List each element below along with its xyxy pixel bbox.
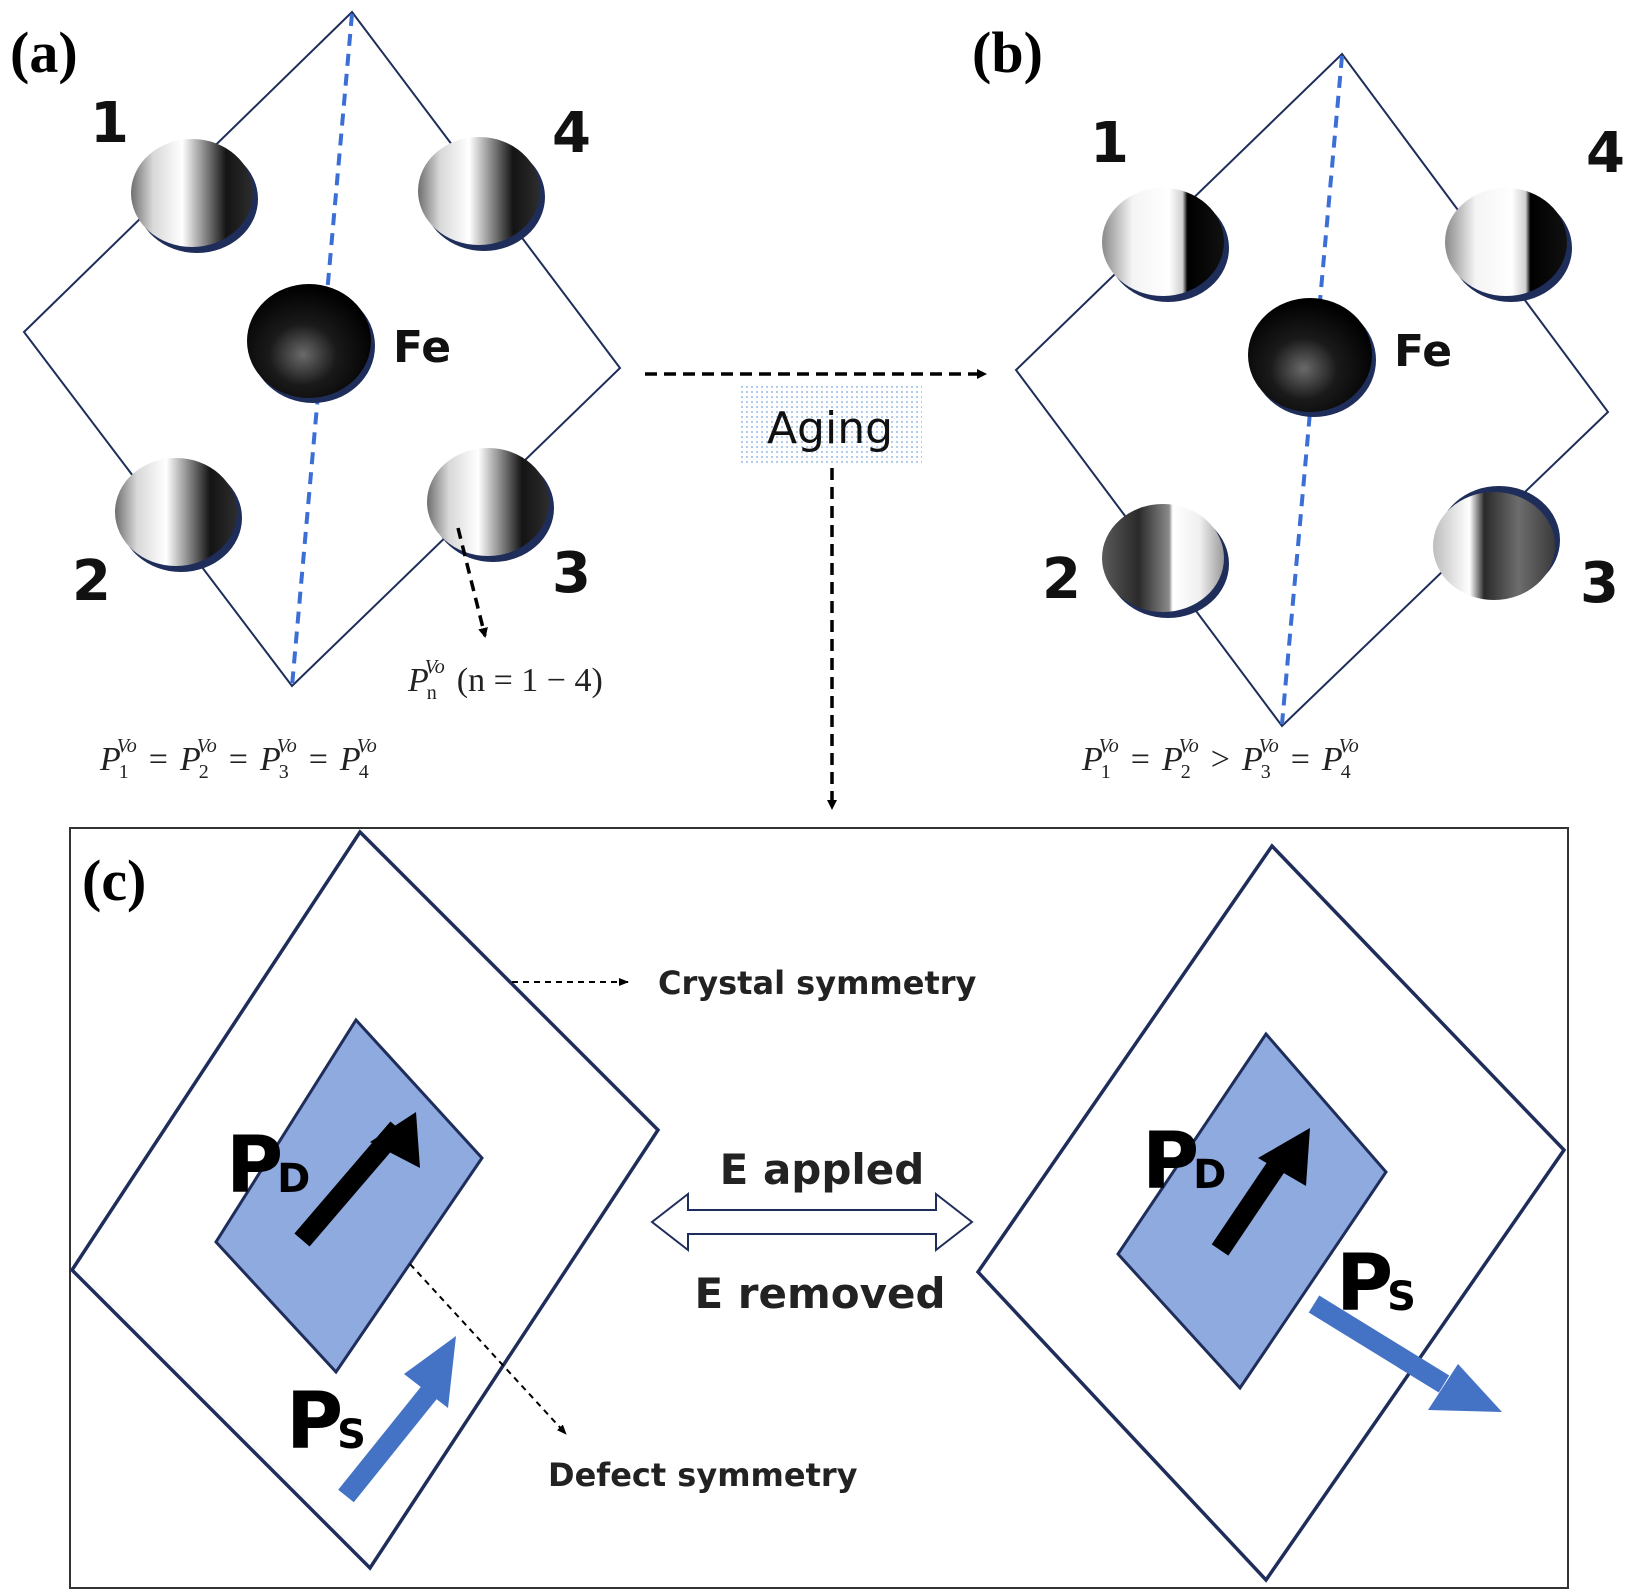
equation-superscript: Vo <box>197 735 217 757</box>
reversible-field-arrow <box>650 1191 974 1253</box>
oxygen-site-2-b <box>1102 504 1229 618</box>
equation-symbol: P <box>1321 741 1343 778</box>
fe-atom-b <box>1248 298 1376 417</box>
panel-b-label: (b) <box>972 20 1043 85</box>
equation-symbol: P <box>179 741 201 778</box>
field-state-right: PD PS <box>975 843 1567 1583</box>
site-number-3-a: 3 <box>552 541 591 606</box>
defect-symmetry-pointer <box>409 1263 567 1435</box>
equation-superscript: Vo <box>357 735 377 757</box>
equation-subscript: 1 <box>119 761 129 783</box>
polar-axis-b <box>1280 55 1344 725</box>
aging-transition: Aging <box>645 369 987 810</box>
panel-b: (b) 1 4 2 3 Fe P1Vo=P2Vo>P3Vo=P4Vo <box>972 20 1625 783</box>
equation-superscript: Vo <box>117 735 137 757</box>
site-number-1-b: 1 <box>1090 111 1129 176</box>
equation-superscript: Vo <box>1259 735 1279 757</box>
panel-a: (a) 1 4 2 3 Fe PnVo(n <box>10 10 622 783</box>
aging-label: Aging <box>767 403 893 454</box>
site-number-1-a: 1 <box>90 91 129 156</box>
equation-operator: = <box>1131 741 1150 778</box>
equation-symbol: P <box>1081 741 1103 778</box>
panel-c: (c) PD PS Crystal symmetry Defect symmet… <box>69 827 1569 1589</box>
equation-operator: = <box>149 741 168 778</box>
defect-polarization-arrowhead-left <box>370 1112 420 1168</box>
equation-symbol: P <box>99 741 121 778</box>
equation-subscript: 2 <box>1181 761 1191 783</box>
svg-text:PnVo(n = 1 − 4): PnVo(n = 1 − 4) <box>407 656 603 704</box>
defect-symmetry-note: Defect symmetry <box>548 1456 858 1494</box>
aged-state-left: PD PS <box>69 829 661 1571</box>
site-number-2-b: 2 <box>1042 547 1081 612</box>
probability-equation-a: P1Vo=P2Vo=P3Vo=P4Vo <box>99 735 377 783</box>
probability-pointer-arrow <box>456 527 488 638</box>
spontaneous-polarization-arrowhead-right <box>1428 1364 1502 1412</box>
equation-superscript: Vo <box>277 735 297 757</box>
site-probability-note: PnVo(n = 1 − 4) <box>407 656 603 704</box>
oxygen-site-1-a <box>131 139 258 253</box>
site-number-3-b: 3 <box>1580 551 1619 616</box>
panel-c-label: (c) <box>82 848 146 913</box>
spontaneous-polarization-label-right: PS <box>1336 1239 1416 1329</box>
equation-symbol: P <box>1241 741 1263 778</box>
equation-subscript: 3 <box>1261 761 1271 783</box>
equation-subscript: 4 <box>1341 761 1351 783</box>
probability-equation-b: P1Vo=P2Vo>P3Vo=P4Vo <box>1081 735 1359 783</box>
oxygen-site-3-b <box>1433 486 1560 600</box>
oxygen-site-1-b <box>1102 188 1229 302</box>
oxygen-site-2-a <box>115 458 242 572</box>
eq-b-text: P1Vo=P2Vo>P3Vo=P4Vo <box>1081 735 1359 783</box>
defect-polarization-arrow-right <box>1211 1146 1295 1256</box>
panel-a-label: (a) <box>10 20 78 85</box>
equation-subscript: 4 <box>359 761 369 783</box>
equation-superscript: Vo <box>1099 735 1119 757</box>
unit-cell-outline-a <box>22 10 622 688</box>
equation-superscript: Vo <box>1339 735 1359 757</box>
field-removed-label: E removed <box>694 1269 945 1318</box>
oxygen-site-4-b <box>1445 188 1572 302</box>
fe-atom-a <box>247 284 375 403</box>
field-applied-label: E appled <box>720 1145 925 1194</box>
defect-polarization-label-right: PD <box>1142 1117 1226 1207</box>
equation-operator: = <box>229 741 248 778</box>
spontaneous-polarization-label-left: PS <box>286 1377 366 1467</box>
oxygen-site-4-a <box>418 137 545 251</box>
equation-subscript: 3 <box>279 761 289 783</box>
fe-label-a: Fe <box>393 322 451 373</box>
site-number-4-a: 4 <box>552 101 591 166</box>
spontaneous-polarization-arrow-left <box>338 1377 444 1503</box>
spontaneous-polarization-arrowhead-left <box>404 1336 456 1408</box>
equation-operator: = <box>309 741 328 778</box>
crystal-symmetry-note: Crystal symmetry <box>658 964 977 1002</box>
oxygen-site-3-a <box>427 448 554 562</box>
spontaneous-polarization-arrow-right <box>1308 1295 1450 1393</box>
equation-symbol: P <box>1161 741 1183 778</box>
polar-axis-a <box>290 13 354 687</box>
panel-c-frame <box>69 827 1569 1589</box>
defect-polarization-label-left: PD <box>226 1121 310 1211</box>
equation-subscript: 2 <box>199 761 209 783</box>
equation-superscript: Vo <box>1179 735 1199 757</box>
equation-operator: = <box>1291 741 1310 778</box>
eq-a-text: P1Vo=P2Vo=P3Vo=P4Vo <box>99 735 377 783</box>
equation-symbol: P <box>339 741 361 778</box>
equation-symbol: P <box>259 741 281 778</box>
equation-operator: > <box>1211 741 1230 778</box>
defect-polarization-arrowhead-right <box>1258 1128 1310 1186</box>
site-number-4-b: 4 <box>1586 121 1625 186</box>
fe-label-b: Fe <box>1394 326 1452 377</box>
equation-subscript: 1 <box>1101 761 1111 783</box>
site-number-2-a: 2 <box>72 549 111 614</box>
aging-label-box <box>738 386 922 464</box>
